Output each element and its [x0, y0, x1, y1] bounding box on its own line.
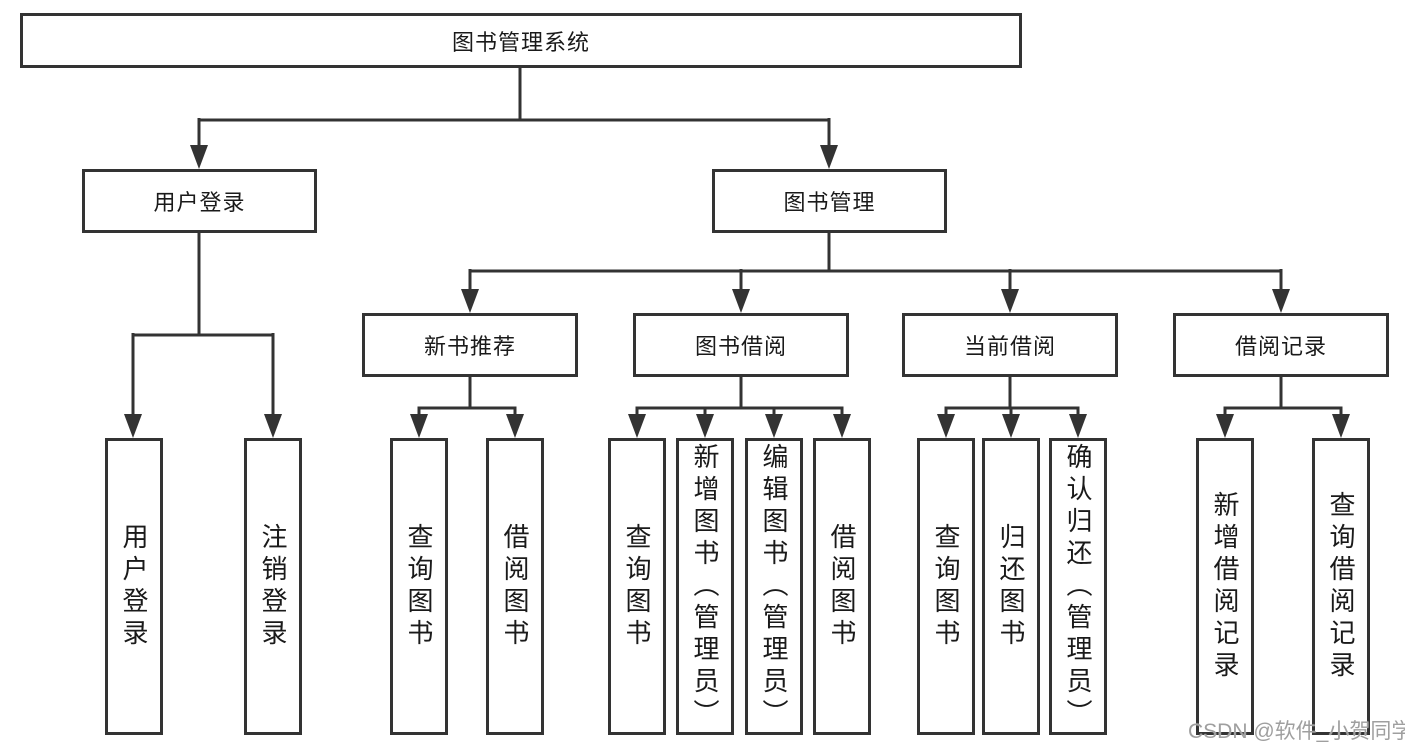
arrowhead	[628, 414, 646, 438]
leaf-add-borrow-record: 新增借阅记录	[1196, 438, 1254, 735]
node-current-borrow: 当前借阅	[902, 313, 1118, 377]
arrowhead	[190, 145, 208, 169]
leaf-logout-label: 注销登录	[258, 522, 288, 651]
node-new-book-recommend: 新书推荐	[362, 313, 578, 377]
arrowhead	[124, 414, 142, 438]
node-user-login-label: 用户登录	[153, 190, 246, 215]
leaf-query-borrow-record: 查询借阅记录	[1312, 438, 1370, 735]
arrowhead	[1069, 414, 1087, 438]
arrowhead	[696, 414, 714, 438]
leaf-edit-books-admin-label: 编辑图书（管理员）	[759, 442, 789, 731]
leaf-add-books-admin: 新增图书（管理员）	[676, 438, 734, 735]
arrowhead	[1332, 414, 1350, 438]
arrowhead	[833, 414, 851, 438]
arrowhead	[264, 414, 282, 438]
node-book-management: 图书管理	[712, 169, 947, 233]
node-book-borrow: 图书借阅	[633, 313, 849, 377]
arrowhead	[1002, 414, 1020, 438]
arrowhead	[506, 414, 524, 438]
leaf-return-books-label: 归还图书	[996, 522, 1026, 651]
arrowhead	[732, 289, 750, 313]
leaf-return-books: 归还图书	[982, 438, 1040, 735]
leaf-borrow-books-recommend: 借阅图书	[486, 438, 544, 735]
arrowhead	[410, 414, 428, 438]
arrowhead	[1272, 289, 1290, 313]
leaf-add-borrow-record-label: 新增借阅记录	[1210, 490, 1240, 683]
arrowhead	[820, 145, 838, 169]
leaf-add-books-admin-label: 新增图书（管理员）	[690, 442, 720, 731]
arrowhead	[765, 414, 783, 438]
node-borrow-record-label: 借阅记录	[1234, 334, 1327, 359]
node-root-library-system: 图书管理系统	[20, 13, 1022, 68]
leaf-edit-books-admin: 编辑图书（管理员）	[745, 438, 803, 735]
leaf-query-books-borrow: 查询图书	[608, 438, 666, 735]
node-user-login: 用户登录	[82, 169, 317, 233]
node-book-borrow-label: 图书借阅	[694, 334, 787, 359]
arrowhead	[937, 414, 955, 438]
leaf-query-borrow-record-label: 查询借阅记录	[1326, 490, 1356, 683]
leaf-query-books-recommend: 查询图书	[390, 438, 448, 735]
leaf-user-login: 用户登录	[105, 438, 163, 735]
leaf-confirm-return-admin-label: 确认归还（管理员）	[1063, 442, 1093, 731]
leaf-logout: 注销登录	[244, 438, 302, 735]
leaf-borrow-books-recommend-label: 借阅图书	[500, 522, 530, 651]
arrowhead	[1216, 414, 1234, 438]
leaf-query-books-current-label: 查询图书	[931, 522, 961, 651]
leaf-user-login-label: 用户登录	[119, 522, 149, 651]
arrowhead	[1001, 289, 1019, 313]
node-book-management-label: 图书管理	[783, 190, 876, 215]
leaf-borrow-books-label: 借阅图书	[827, 522, 857, 651]
node-root-label: 图书管理系统	[451, 29, 590, 55]
node-current-borrow-label: 当前借阅	[963, 334, 1056, 359]
leaf-confirm-return-admin: 确认归还（管理员）	[1049, 438, 1107, 735]
leaf-borrow-books: 借阅图书	[813, 438, 871, 735]
arrowhead	[461, 289, 479, 313]
leaf-query-books-borrow-label: 查询图书	[622, 522, 652, 651]
csdn-watermark: CSDN @软件_小贺同学	[1188, 720, 1405, 743]
node-borrow-record: 借阅记录	[1173, 313, 1389, 377]
node-new-book-recommend-label: 新书推荐	[423, 334, 516, 359]
leaf-query-books-current: 查询图书	[917, 438, 975, 735]
leaf-query-books-recommend-label: 查询图书	[404, 522, 434, 651]
